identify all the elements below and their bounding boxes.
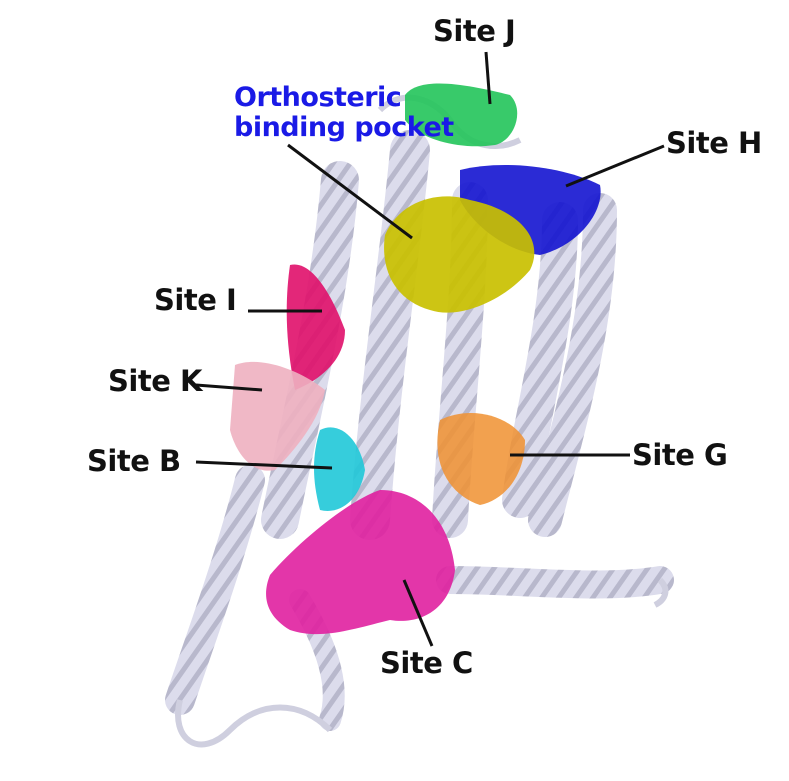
leader-lines — [195, 51, 665, 647]
site-b-pocket — [314, 427, 365, 511]
label-site-g: Site G — [632, 438, 728, 472]
label-site-k: Site K — [108, 364, 202, 398]
leader-orthosteric — [287, 143, 413, 240]
leader-site-c — [402, 579, 434, 647]
label-site-j: Site J — [433, 14, 516, 48]
label-site-b: Site B — [87, 444, 181, 478]
site-i-pocket — [286, 264, 345, 390]
site-c-pocket — [266, 490, 455, 635]
leader-site-j — [484, 51, 492, 105]
label-site-c: Site C — [380, 646, 473, 680]
leader-site-k — [195, 383, 263, 392]
label-orthosteric-line2: binding pocket — [234, 112, 454, 143]
site-g-pocket — [437, 412, 525, 505]
leader-site-b — [195, 460, 333, 470]
label-site-i: Site I — [154, 283, 237, 317]
label-orthosteric-line1: Orthosteric — [234, 82, 402, 113]
orthosteric-pocket — [384, 196, 535, 313]
label-site-h: Site H — [666, 126, 762, 160]
leader-site-h — [565, 144, 665, 188]
